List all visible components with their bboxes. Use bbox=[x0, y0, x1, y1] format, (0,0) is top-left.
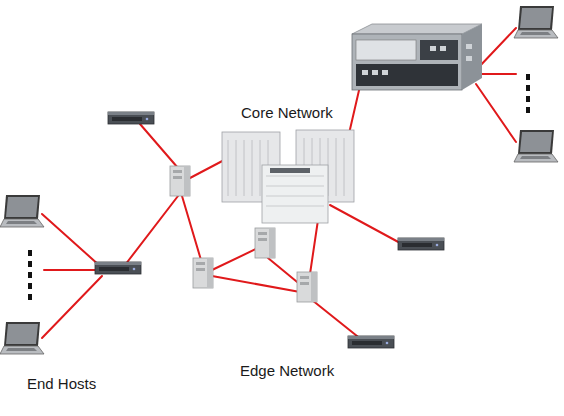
label-holder: End Hosts bbox=[27, 375, 96, 392]
network-circle: Core Network bbox=[152, 86, 416, 350]
group-label: End Hosts bbox=[27, 375, 96, 392]
circle-line bbox=[153, 87, 415, 349]
network-circle: Edge Network Core Network bbox=[44, 11, 522, 416]
network-label: Edge Network bbox=[240, 362, 334, 379]
circle-outline bbox=[152, 86, 416, 350]
circle-outline bbox=[44, 11, 522, 416]
label-holder: Core Network bbox=[241, 104, 333, 121]
network-label: Core Network bbox=[241, 104, 333, 121]
label-holder: Edge Network bbox=[240, 362, 334, 379]
circle-line bbox=[45, 12, 521, 416]
